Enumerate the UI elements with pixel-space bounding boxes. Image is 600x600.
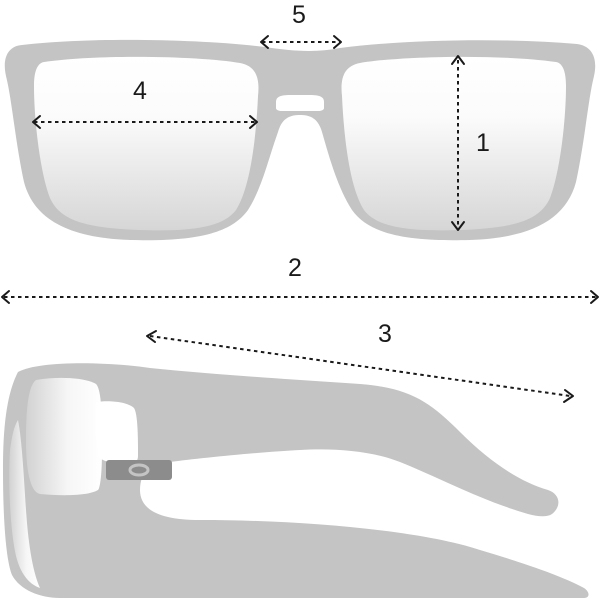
- logo-icon: [106, 460, 172, 480]
- side-frame-and-temple: [3, 363, 589, 598]
- label-lens-height: 1: [476, 129, 490, 157]
- measure-bridge-width: [260, 35, 342, 49]
- measure-total-width: [1, 290, 599, 304]
- side-view: [3, 363, 589, 598]
- measure-lens-height: [451, 55, 465, 231]
- side-lens: [26, 377, 102, 496]
- front-view: [4, 39, 596, 241]
- measure-temple-length: [146, 330, 574, 403]
- bridge-opening: [276, 95, 324, 111]
- label-lens-width: 4: [133, 77, 147, 105]
- side-lens-lower: [9, 420, 40, 588]
- right-lens: [341, 56, 566, 231]
- label-bridge-width: 5: [292, 1, 306, 29]
- measure-lens-width: [32, 115, 258, 129]
- label-total-width: 2: [288, 254, 302, 282]
- label-temple-length: 3: [378, 320, 392, 348]
- hinge-cutout: [95, 401, 138, 464]
- left-lens: [34, 56, 259, 231]
